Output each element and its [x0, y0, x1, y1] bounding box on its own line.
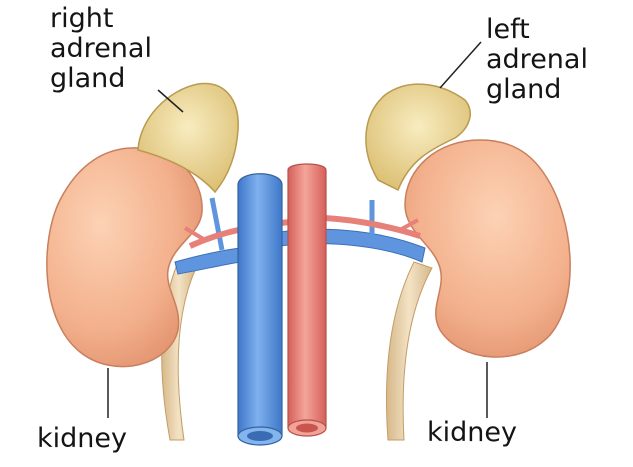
- left-kidney-label: kidney: [427, 418, 517, 448]
- inferior-vena-cava: [238, 174, 282, 436]
- right-kidney-label: kidney: [37, 424, 127, 454]
- right-adrenal-gland-label: right adrenal gland: [50, 4, 152, 94]
- label-line: adrenal: [50, 34, 152, 64]
- label-line: gland: [486, 75, 588, 105]
- label-line: adrenal: [486, 45, 588, 75]
- left-adrenal-pointer: [440, 42, 481, 88]
- left-adrenal-gland-label: left adrenal gland: [486, 15, 588, 105]
- left-kidney: [405, 140, 570, 357]
- label-line: gland: [50, 64, 152, 94]
- left-ureter: [386, 262, 432, 440]
- suprarenal-vein-right: [212, 198, 222, 250]
- label-line: right: [50, 4, 152, 34]
- aorta: [288, 164, 326, 428]
- label-line: left: [486, 15, 588, 45]
- right-renal-vein: [175, 248, 240, 274]
